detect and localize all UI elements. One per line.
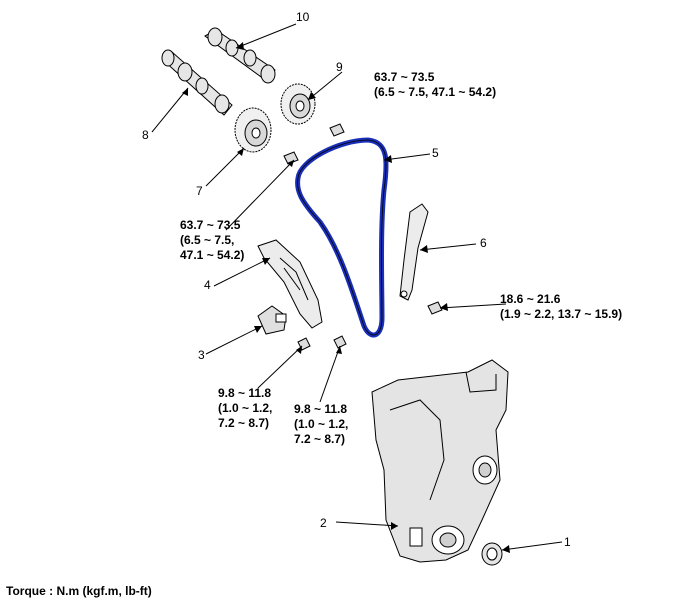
callout-4: 4 <box>204 278 211 292</box>
callout-3: 3 <box>198 348 205 362</box>
callout-5: 5 <box>432 146 439 160</box>
timing-chain-cover <box>371 359 509 563</box>
callout-7: 7 <box>196 184 203 198</box>
intake-camshaft <box>161 49 233 116</box>
leader-arrowheads <box>182 42 510 553</box>
torque-units-note: Torque : N.m (kgf.m, lb-ft) <box>6 584 152 598</box>
exhaust-camshaft <box>204 27 276 84</box>
chain-tensioner <box>257 305 287 335</box>
callout-1: 1 <box>564 535 571 549</box>
callout-8: 8 <box>142 128 149 142</box>
torque-spec-chain-guide-bolt: 18.6 ~ 21.6 (1.9 ~ 2.2, 13.7 ~ 15.9) <box>500 292 622 322</box>
torque-value-alt-2: 7.2 ~ 8.7) <box>218 416 270 430</box>
torque-spec-tensioner-bolt: 9.8 ~ 11.8 (1.0 ~ 1.2, 7.2 ~ 8.7) <box>218 386 272 431</box>
torque-spec-intake-sprocket-bolt: 63.7 ~ 73.5 (6.5 ~ 7.5, 47.1 ~ 54.2) <box>180 218 244 263</box>
torque-value-alt: (1.0 ~ 1.2, <box>294 417 349 431</box>
torque-value: 9.8 ~ 11.8 <box>218 386 272 400</box>
torque-value: 18.6 ~ 21.6 <box>500 292 561 306</box>
callout-6: 6 <box>480 236 487 250</box>
leader-lines <box>151 23 563 551</box>
torque-value-alt: (1.9 ~ 2.2, 13.7 ~ 15.9) <box>500 307 623 321</box>
chain-guide <box>399 203 429 301</box>
intake-cvvt-sprocket <box>234 107 272 153</box>
torque-spec-tensioner-arm-bolt: 9.8 ~ 11.8 (1.0 ~ 1.2, 7.2 ~ 8.7) <box>294 402 348 447</box>
callout-10: 10 <box>296 10 310 24</box>
callout-2: 2 <box>320 516 327 530</box>
callout-9: 9 <box>336 60 343 74</box>
torque-value-alt: (6.5 ~ 7.5, <box>180 233 235 247</box>
torque-spec-exhaust-sprocket-bolt: 63.7 ~ 73.5 (6.5 ~ 7.5, 47.1 ~ 54.2) <box>374 70 496 100</box>
torque-value: 63.7 ~ 73.5 <box>180 218 241 232</box>
torque-value-alt: (1.0 ~ 1.2, <box>218 401 273 415</box>
torque-value-alt-2: 47.1 ~ 54.2) <box>180 248 245 262</box>
exhaust-cvvt-sprocket <box>280 83 316 125</box>
guide-bolt <box>427 301 443 315</box>
front-oil-seal <box>481 542 503 566</box>
tensioner-arm <box>257 239 323 329</box>
torque-value: 63.7 ~ 73.5 <box>374 70 435 84</box>
torque-value-alt: (6.5 ~ 7.5, 47.1 ~ 54.2) <box>374 85 497 99</box>
sprocket-bolts <box>283 123 345 165</box>
torque-value: 9.8 ~ 11.8 <box>294 402 348 416</box>
torque-value-alt-2: 7.2 ~ 8.7) <box>294 432 346 446</box>
